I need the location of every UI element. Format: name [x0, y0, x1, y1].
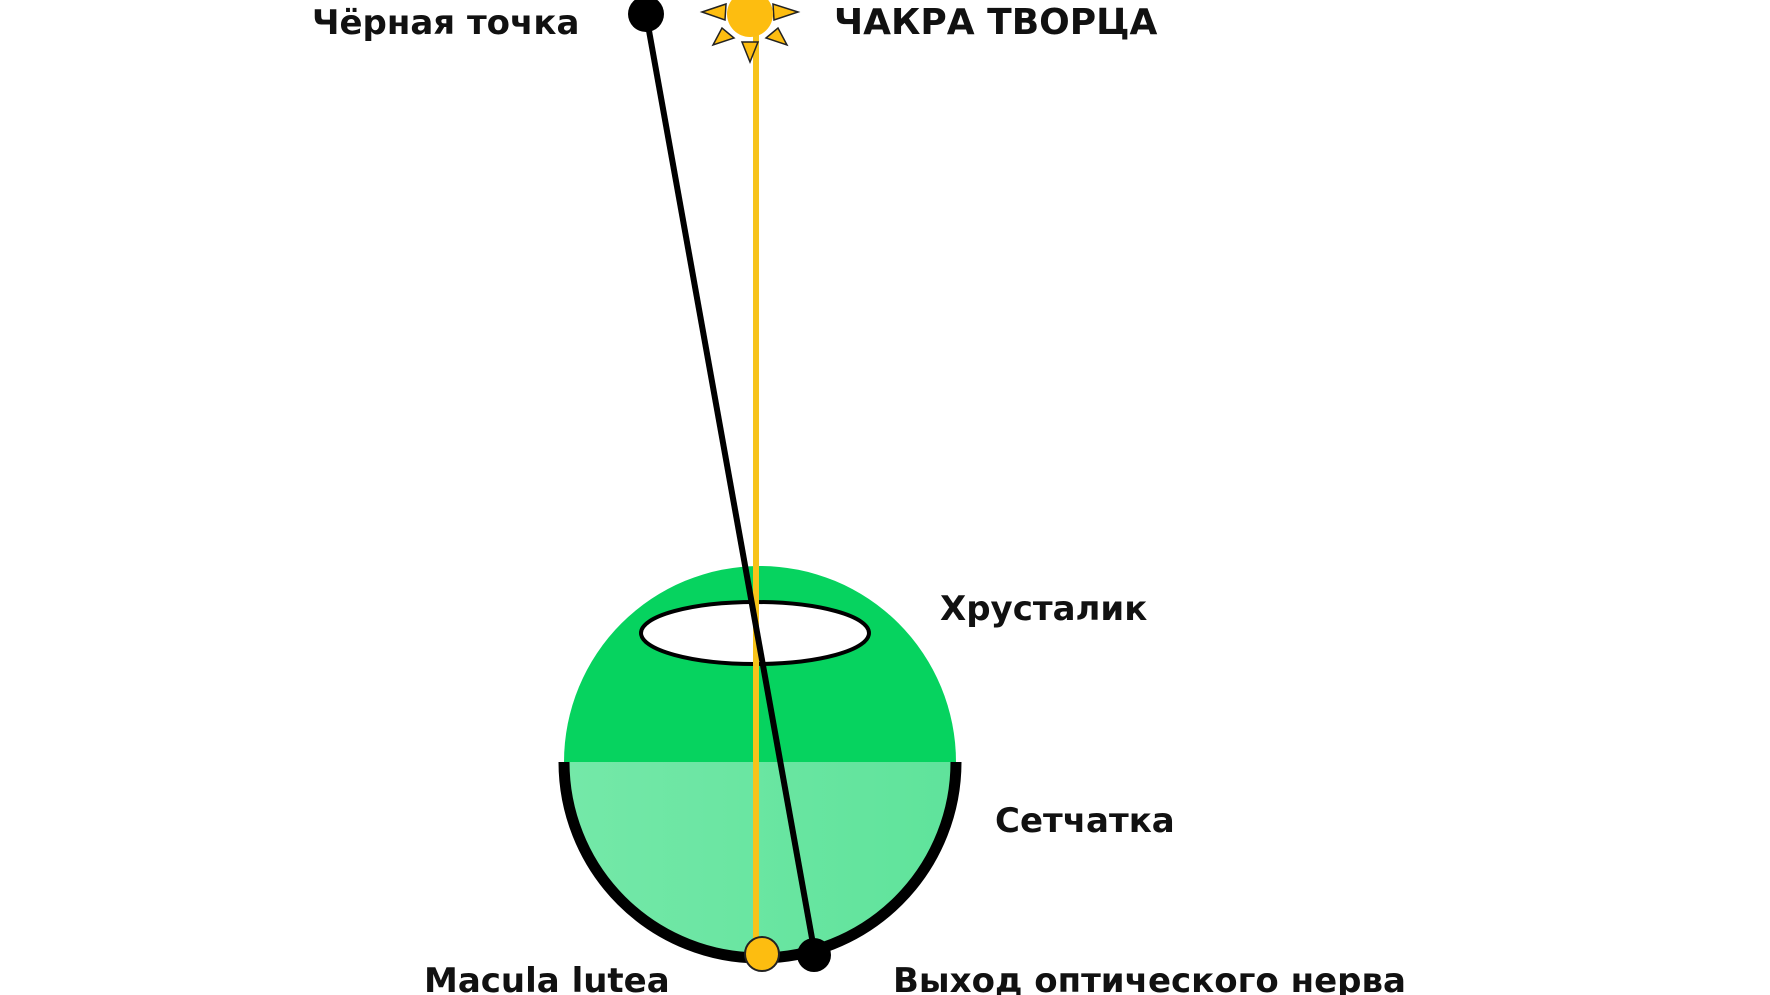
sun-ray-bottom [740, 41, 760, 65]
sun-ray-right [772, 2, 801, 22]
label-optic-nerve-exit: Выход оптического нерва [893, 961, 1406, 995]
macula-dot [744, 936, 780, 972]
label-creator-chakra: ЧАКРА ТВОРЦА [834, 2, 1158, 43]
optic-nerve-dot [797, 938, 831, 972]
sun-ray-bottom-right [764, 26, 789, 47]
sun-icon [699, 0, 801, 65]
sun-ray-left [699, 2, 727, 22]
eyeball-lower [564, 762, 956, 958]
black-point-line [643, 13, 818, 956]
label-macula: Macula lutea [424, 961, 670, 995]
black-point-dot [628, 0, 664, 32]
sun-ray-bottom-left [711, 26, 736, 47]
label-lens: Хрусталик [940, 589, 1147, 629]
sun-disc [727, 0, 773, 37]
label-black-point: Чёрная точка [312, 3, 579, 43]
label-retina: Сетчатка [995, 801, 1175, 841]
